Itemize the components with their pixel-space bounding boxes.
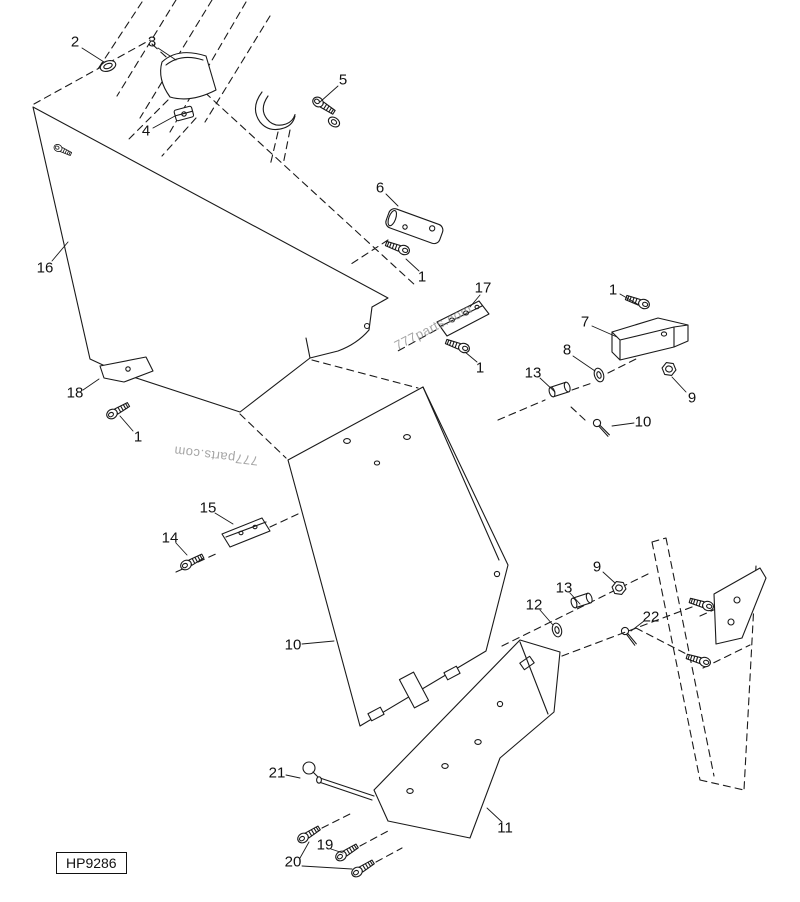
- spacer-13-b: [569, 591, 594, 610]
- callout-10-b: 10: [284, 636, 302, 654]
- callout-1-d: 1: [133, 428, 143, 446]
- callout-9-b: 9: [592, 558, 602, 576]
- callout-1-a: 1: [417, 268, 427, 286]
- callout-15: 15: [199, 499, 217, 517]
- hatch-lines: [95, 0, 271, 133]
- callout-11: 11: [497, 819, 513, 837]
- spacer-13-a: [547, 380, 572, 399]
- callout-2: 2: [70, 33, 80, 51]
- cover-3: [160, 52, 217, 100]
- callout-4: 4: [141, 122, 151, 140]
- callout-19: 19: [316, 836, 334, 854]
- figure-code-label: HP9286: [66, 855, 117, 871]
- callout-20: 20: [284, 853, 302, 871]
- hose-clamp-5: [254, 91, 341, 131]
- callout-17: 17: [474, 279, 492, 297]
- construction-lines-middle: [175, 329, 637, 573]
- callout-13-b: 13: [555, 579, 573, 597]
- construction-lines-lower: [321, 573, 699, 863]
- callout-1-c: 1: [475, 359, 485, 377]
- callout-8: 8: [562, 341, 572, 359]
- callout-16: 16: [36, 259, 54, 277]
- bracket-17: [436, 300, 490, 337]
- screw-1-a: [384, 238, 412, 257]
- screw-1-c: [444, 336, 472, 355]
- nut-9-a: [660, 361, 678, 377]
- callout-13-a: 13: [524, 364, 542, 382]
- clamp-4: [173, 105, 195, 122]
- screw-1-b: [624, 292, 652, 311]
- screw-20-b: [349, 857, 377, 880]
- frame-bolt-upper: [687, 595, 716, 613]
- frame-bolt-lower: [684, 651, 713, 669]
- callout-10-a: 10: [634, 413, 652, 431]
- callout-14: 14: [161, 529, 179, 547]
- callout-1-b: 1: [608, 281, 618, 299]
- callout-12: 12: [525, 596, 543, 614]
- hinge-15: [221, 517, 271, 548]
- nut-9-b: [610, 580, 628, 596]
- rod-21: [302, 761, 375, 801]
- cotter-pin-22: [617, 625, 641, 647]
- plug-2: [99, 60, 117, 72]
- bushing-19: [333, 841, 361, 864]
- callout-7: 7: [580, 313, 590, 331]
- leader-lines: [51, 47, 687, 870]
- construction-lines-upper: [33, 39, 417, 287]
- figure-code-box: HP9286: [56, 852, 127, 874]
- side-panel-16: [32, 106, 389, 413]
- screw-1-d: [104, 399, 132, 422]
- screw-14: [178, 551, 206, 573]
- cotter-pin-10-a: [590, 418, 613, 438]
- bracket-18: [99, 356, 154, 383]
- panel-11: [373, 639, 561, 839]
- washer-8: [592, 366, 606, 384]
- latch-6: [385, 208, 444, 245]
- callout-9-a: 9: [687, 389, 697, 407]
- frame-gusset: [713, 567, 767, 645]
- callout-6: 6: [375, 179, 385, 197]
- callout-21: 21: [268, 764, 286, 782]
- callout-18: 18: [66, 384, 84, 402]
- bracket-7: [611, 317, 689, 361]
- callout-3: 3: [147, 33, 157, 51]
- callout-22: 22: [642, 608, 660, 626]
- callout-5: 5: [338, 71, 348, 89]
- panel-10: [287, 386, 509, 727]
